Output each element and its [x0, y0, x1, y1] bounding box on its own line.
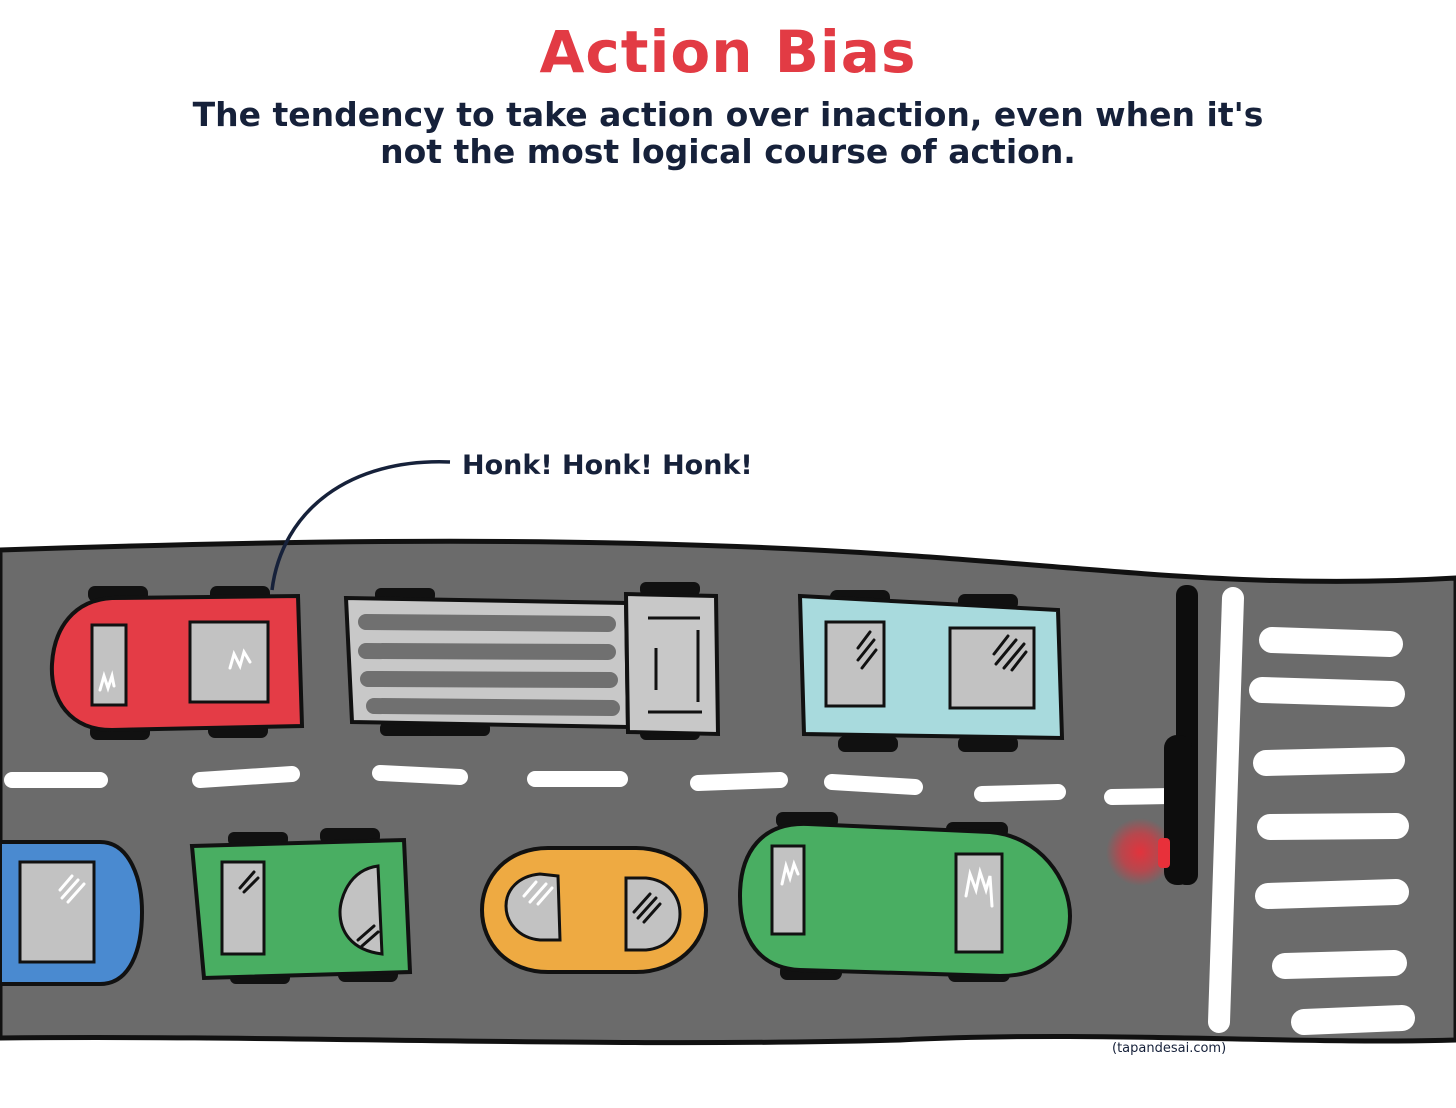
traffic-signal: [1106, 585, 1198, 886]
light-blue-van: [797, 590, 1065, 752]
green-car: [189, 828, 413, 984]
blue-car: [0, 840, 145, 986]
green-bus: [737, 812, 1073, 982]
red-light-glow: [1106, 818, 1174, 886]
honk-speech: Honk! Honk! Honk!: [462, 450, 753, 481]
credit-text: (tapandesai.com): [1112, 1041, 1226, 1056]
speech-line: [270, 460, 451, 591]
page-title: Action Bias: [539, 18, 917, 86]
page-subtitle: The tendency to take action over inactio…: [192, 95, 1264, 171]
orange-car: [479, 846, 709, 974]
lane-markings: [4, 765, 1178, 805]
stop-line: [1208, 587, 1244, 1033]
red-car: [49, 586, 305, 740]
crosswalk: [1249, 627, 1415, 1035]
gray-truck: [343, 582, 721, 740]
